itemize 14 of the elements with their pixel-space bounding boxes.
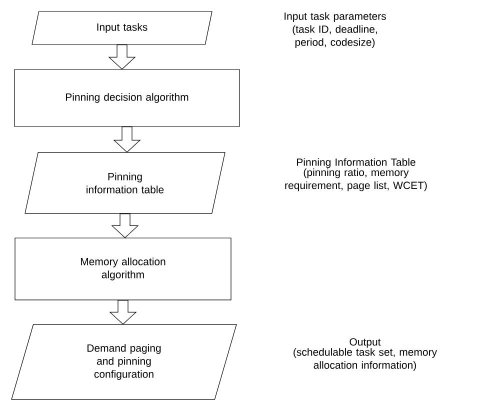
annotation-text: (schedulable task set, memory allocation information) xyxy=(294,348,438,371)
data-parallelogram: Input tasks xyxy=(32,11,212,45)
process-box: Memory allocation algorithm xyxy=(14,238,232,300)
annotation-text: Output xyxy=(350,338,381,348)
data-parallelogram: Pinning information table xyxy=(24,152,226,214)
process-box: Pinning decision algorithm xyxy=(14,69,240,127)
block-arrow xyxy=(111,214,139,238)
data-parallelogram: Demand paging and pinning configuration xyxy=(11,324,237,400)
block-arrow xyxy=(113,126,141,153)
annotation-text: Input task parameters (task ID, deadline, period, codesize) xyxy=(284,12,386,48)
annotation-text: Pinning Information Table xyxy=(297,158,416,168)
annotation-text: (pinning ratio, memory requirement, page list, WCET) xyxy=(285,168,427,192)
block-arrow xyxy=(108,44,136,70)
block-arrow xyxy=(109,300,137,325)
